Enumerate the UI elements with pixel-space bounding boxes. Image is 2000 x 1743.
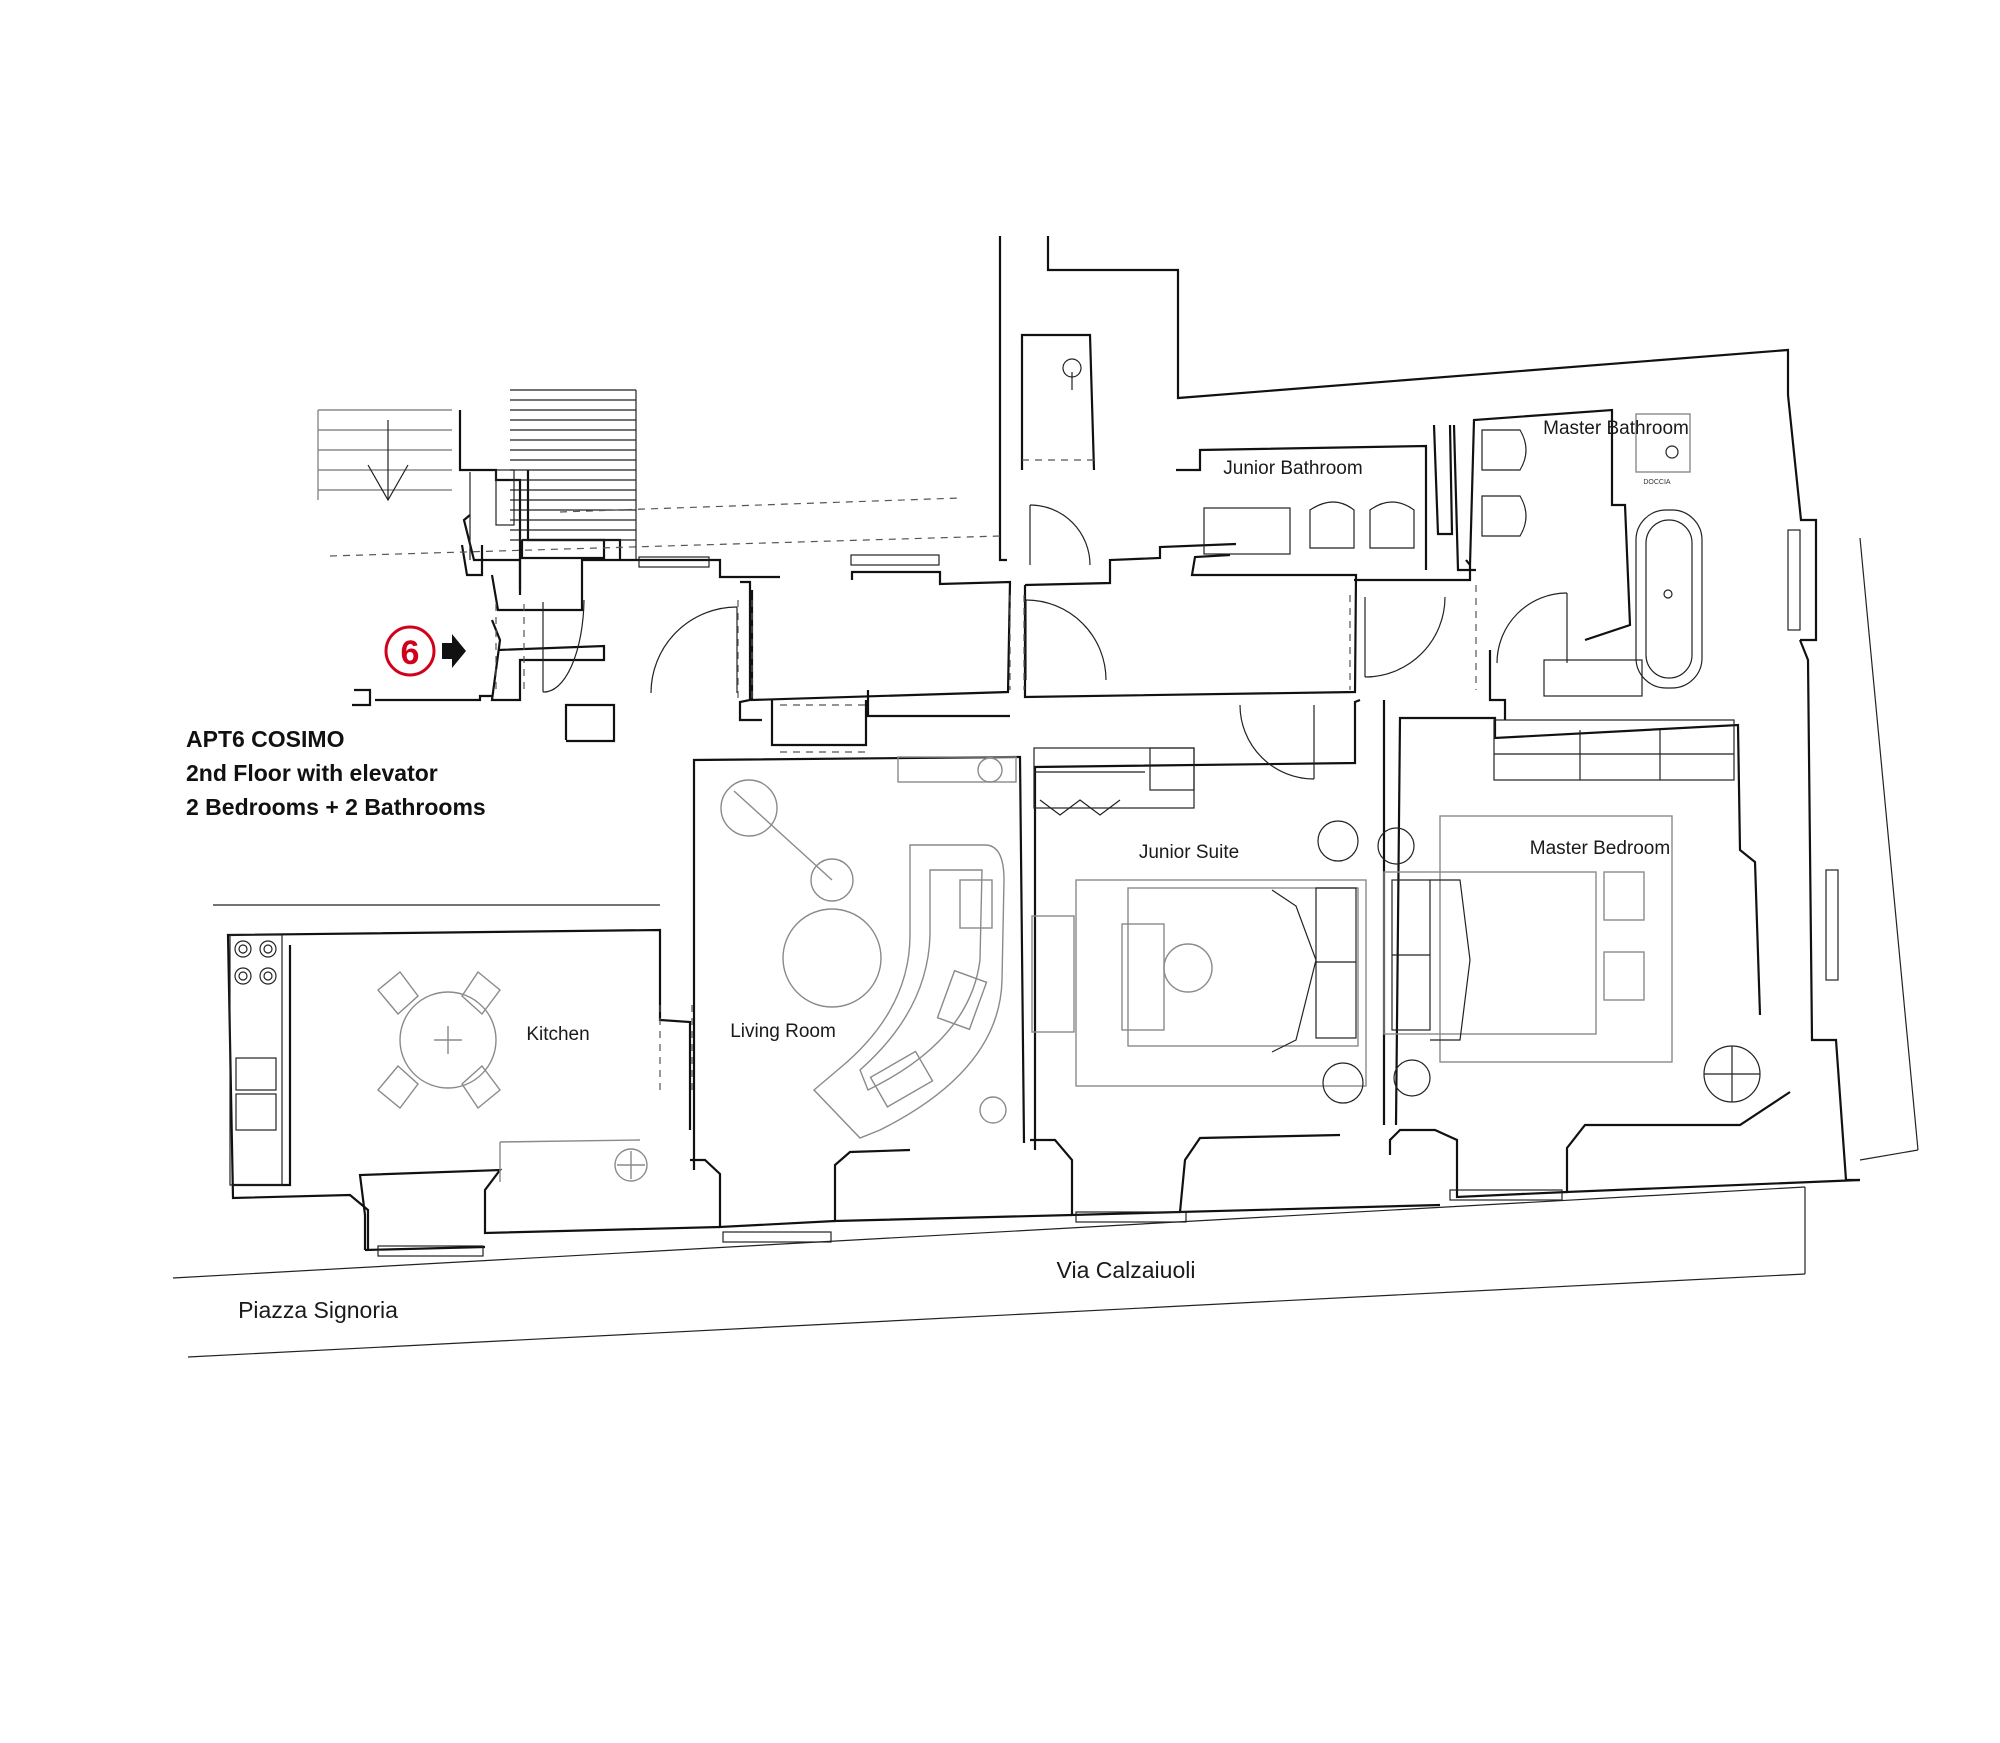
room-label-junior-bathroom: Junior Bathroom — [1223, 458, 1362, 479]
master-bedroom-fixtures — [1377, 719, 1761, 1103]
room-label-living-room: Living Room — [730, 1021, 836, 1042]
entrance-marker: 6 — [384, 625, 466, 677]
room-label-kitchen: Kitchen — [526, 1024, 589, 1045]
living-room-fixtures — [720, 756, 1017, 1139]
doors — [495, 459, 1568, 1095]
shower-label: DOCCIA — [1643, 479, 1671, 486]
apartment-info: APT6 COSIMO 2nd Floor with elevator 2 Be… — [186, 722, 486, 824]
room-label-master-bathroom: Master Bathroom — [1543, 418, 1689, 439]
junior-suite-fixtures — [1031, 747, 1367, 1104]
room-label-junior-suite: Junior Suite — [1139, 842, 1239, 863]
apartment-floor: 2nd Floor with elevator — [186, 760, 438, 786]
building-walls — [226, 236, 1861, 1252]
arrow-right-icon — [442, 634, 466, 668]
stairwell — [317, 389, 1001, 560]
windows — [377, 469, 1839, 1257]
streets — [172, 537, 1919, 1358]
street-label-via-calzaiuoli: Via Calzaiuoli — [1057, 1257, 1196, 1283]
apartment-layout: 2 Bedrooms + 2 Bathrooms — [186, 794, 486, 820]
bathroom-fixtures — [1062, 358, 1703, 697]
room-label-master-bedroom: Master Bedroom — [1530, 838, 1670, 859]
apartment-name: APT6 COSIMO — [186, 726, 345, 752]
kitchen-fixtures — [229, 934, 648, 1186]
entrance-marker-circle — [384, 625, 436, 677]
street-label-piazza-signoria: Piazza Signoria — [238, 1297, 398, 1323]
entrance-number: 6 — [401, 634, 420, 672]
